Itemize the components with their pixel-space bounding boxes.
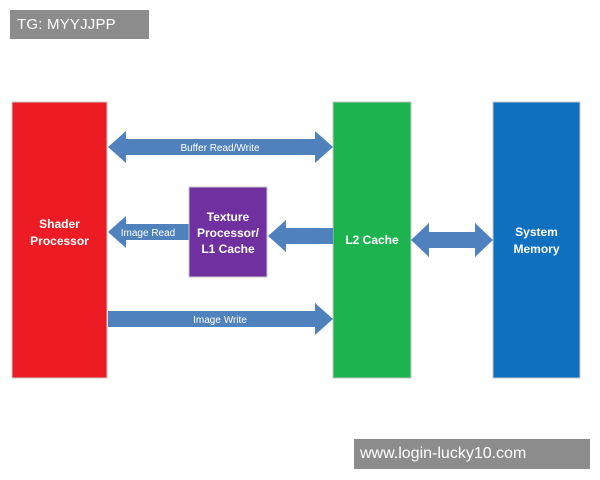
texture-processor-label-line3: L1 Cache [201,242,255,256]
image-read-arrow [108,216,189,248]
texture-processor-block [188,186,268,278]
l2-cache-label: L2 Cache [345,233,399,247]
shader-processor-label-line2: Processor [30,234,89,248]
image-read-label: Image Read [121,228,175,239]
watermark-top: TG: MYYJJPP [10,10,149,39]
buffer-read-write-arrow [108,131,333,163]
image-write-arrow [108,303,333,335]
l2-system-memory-arrow [411,223,493,257]
system-memory-label-line2: Memory [513,242,559,256]
texture-processor-label-line1: Texture [207,210,250,224]
l2-to-texture-arrow [268,220,333,252]
shader-processor-block [11,101,108,379]
system-memory-block [492,101,581,379]
shader-processor-label-line1: Shader [39,217,80,231]
image-write-label: Image Write [193,315,247,326]
texture-processor-label-line2: Processor/ [197,226,260,240]
buffer-read-write-label: Buffer Read/Write [180,143,260,154]
watermark-bottom: www.login-lucky10.com [354,439,590,469]
system-memory-label-line1: System [515,225,558,239]
